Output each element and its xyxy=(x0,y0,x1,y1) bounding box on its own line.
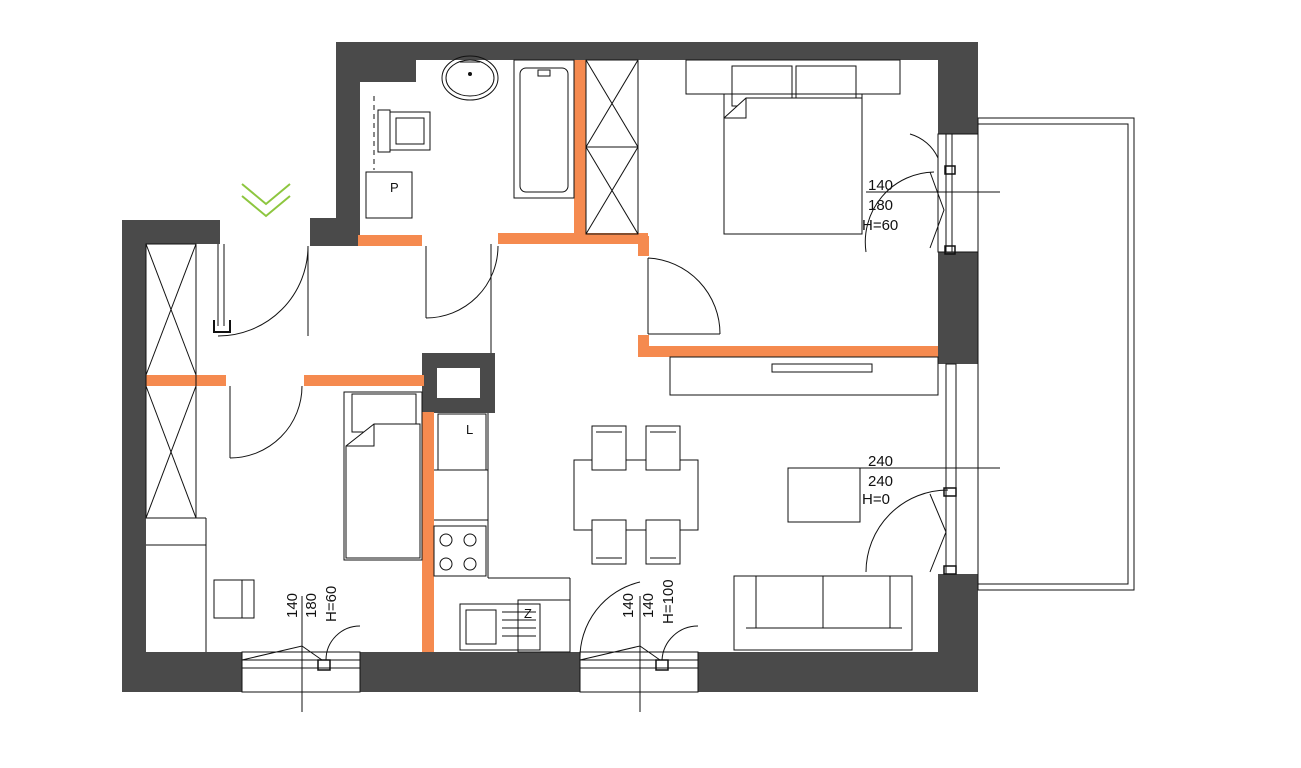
bedroom-window-labels: 140 180 H=60 xyxy=(862,177,898,234)
kitchen-sink xyxy=(459,603,541,651)
small-desk xyxy=(213,579,255,619)
kitchen-window-labels: 140 140 H=100 xyxy=(620,579,677,624)
kitchen-window-width: 140 xyxy=(620,593,637,618)
dining-table xyxy=(573,425,699,565)
washer: P xyxy=(365,171,413,219)
room-window-height: 180 xyxy=(303,593,320,618)
sofa xyxy=(733,575,913,651)
coffee-table xyxy=(787,467,861,523)
kitchen-window xyxy=(579,581,699,712)
living-window-labels: 240 240 H=0 xyxy=(862,453,893,508)
sink xyxy=(441,55,499,101)
room-window-width: 140 xyxy=(284,593,301,618)
fridge: L xyxy=(437,413,487,471)
bathroom-door xyxy=(425,245,499,319)
bedroom-window-sill: H=60 xyxy=(862,217,898,234)
double-chevron-down-icon xyxy=(241,183,291,218)
living-window-height: 240 xyxy=(868,473,893,490)
room-bottom-window-labels: 140 180 H=60 xyxy=(284,586,340,622)
bedroom-window-height: 180 xyxy=(868,197,893,214)
dishwasher: Z xyxy=(517,599,571,653)
exterior-walls xyxy=(122,42,978,692)
fridge-label: L xyxy=(466,422,473,437)
bedroom-window xyxy=(864,133,1000,255)
dishwasher-label: Z xyxy=(524,606,532,621)
single-bed xyxy=(343,391,423,561)
partition-walls xyxy=(146,60,938,652)
wardrobe-bathroom xyxy=(585,59,639,235)
bedroom-door xyxy=(647,257,721,335)
bedroom-window-width: 140 xyxy=(868,177,893,194)
bedroom-desk xyxy=(669,356,939,396)
entrance-door xyxy=(213,245,309,337)
washer-label: P xyxy=(390,180,399,195)
cooktop xyxy=(433,525,487,577)
kitchen-window-height: 140 xyxy=(640,593,657,618)
small-bedroom-door xyxy=(229,385,303,459)
living-window xyxy=(860,363,1000,575)
room-window-sill: H=60 xyxy=(323,586,340,622)
living-window-width: 240 xyxy=(868,453,893,470)
balcony xyxy=(977,117,1135,591)
double-bed xyxy=(685,59,901,235)
wardrobe-hall xyxy=(145,243,207,652)
room-bottom-window xyxy=(241,596,361,712)
living-window-sill: H=0 xyxy=(862,491,890,508)
bathtub xyxy=(513,59,575,199)
toilet xyxy=(373,96,431,170)
kitchen-window-sill: H=100 xyxy=(660,579,677,624)
